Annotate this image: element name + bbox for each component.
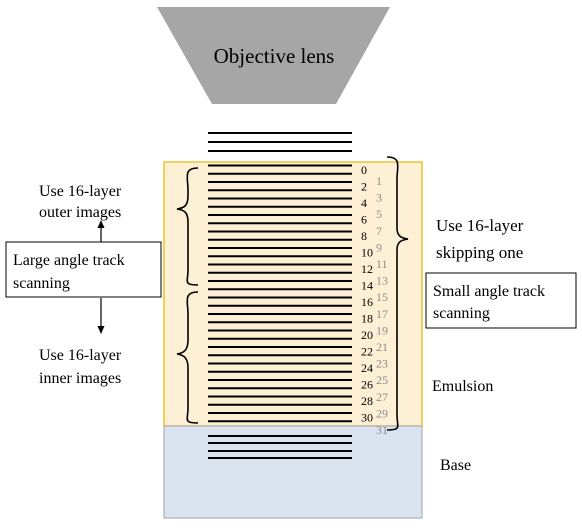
layer-number-odd: 11 — [376, 257, 388, 271]
small-angle-box — [425, 272, 577, 329]
layer-number-odd: 25 — [376, 373, 388, 387]
left-upper-label-line1: Use 16-layer — [39, 183, 122, 200]
layer-number-even: 12 — [361, 262, 373, 276]
layer-number-even: 24 — [361, 361, 373, 375]
large-angle-label-line2: scanning — [13, 275, 70, 292]
layer-number-odd: 17 — [376, 307, 388, 321]
layer-number-even: 14 — [361, 279, 373, 293]
layer-number-even: 4 — [361, 196, 367, 210]
right-upper-label-line2: skipping one — [436, 243, 523, 262]
layer-number-even: 22 — [361, 345, 373, 359]
layer-number-odd: 21 — [376, 340, 388, 354]
layer-number-even: 30 — [361, 411, 373, 425]
layer-number-odd: 5 — [376, 207, 382, 221]
layer-number-odd: 13 — [376, 274, 388, 288]
small-angle-label-line2: scanning — [433, 305, 490, 322]
layer-number-odd: 29 — [376, 406, 388, 420]
objective-lens-shape — [157, 7, 390, 104]
emulsion-layer — [163, 161, 423, 427]
left-lower-brace — [176, 291, 199, 424]
base-layer — [163, 425, 423, 519]
layer-number-odd: 9 — [376, 240, 382, 254]
layer-number-odd: 27 — [376, 390, 388, 404]
layer-number-odd: 1 — [376, 174, 382, 188]
layer-number-odd: 15 — [376, 290, 388, 304]
layer-number-odd: 7 — [376, 224, 382, 238]
layer-number-even: 2 — [361, 180, 367, 194]
base-label: Base — [440, 457, 471, 474]
layer-number-even: 0 — [361, 163, 367, 177]
arrow-up-icon — [97, 220, 105, 228]
layer-number-even: 20 — [361, 328, 373, 342]
left-upper-brace — [176, 167, 199, 286]
large-angle-label-line1: Large angle track — [13, 252, 125, 269]
left-lower-label-line2: inner images — [39, 370, 121, 387]
layer-number-odd: 23 — [376, 357, 388, 371]
layer-number-even: 28 — [361, 394, 373, 408]
layer-number-even: 10 — [361, 246, 373, 260]
arrow-down-icon — [97, 326, 105, 334]
layer-number-even: 8 — [361, 229, 367, 243]
layer-number-even: 18 — [361, 312, 373, 326]
objective-lens-label: Objective lens — [214, 44, 335, 68]
left-upper-label-line2: outer images — [39, 204, 121, 221]
layer-number-odd: 3 — [376, 191, 382, 205]
right-brace — [386, 156, 409, 431]
layer-lines — [208, 132, 352, 459]
layer-number-odd: 31 — [376, 423, 388, 437]
emulsion-label: Emulsion — [432, 378, 493, 395]
layer-number-even: 26 — [361, 378, 373, 392]
layer-number-odd: 19 — [376, 323, 388, 337]
small-angle-label-line1: Small angle track — [433, 283, 545, 300]
layer-numbers: 0246810121416182022242628301357911131517… — [361, 163, 388, 437]
left-lower-label-line1: Use 16-layer — [39, 347, 122, 364]
large-angle-box — [5, 241, 162, 298]
layer-number-even: 6 — [361, 213, 367, 227]
right-upper-label-line1: Use 16-layer — [436, 216, 524, 235]
layer-number-even: 16 — [361, 295, 373, 309]
